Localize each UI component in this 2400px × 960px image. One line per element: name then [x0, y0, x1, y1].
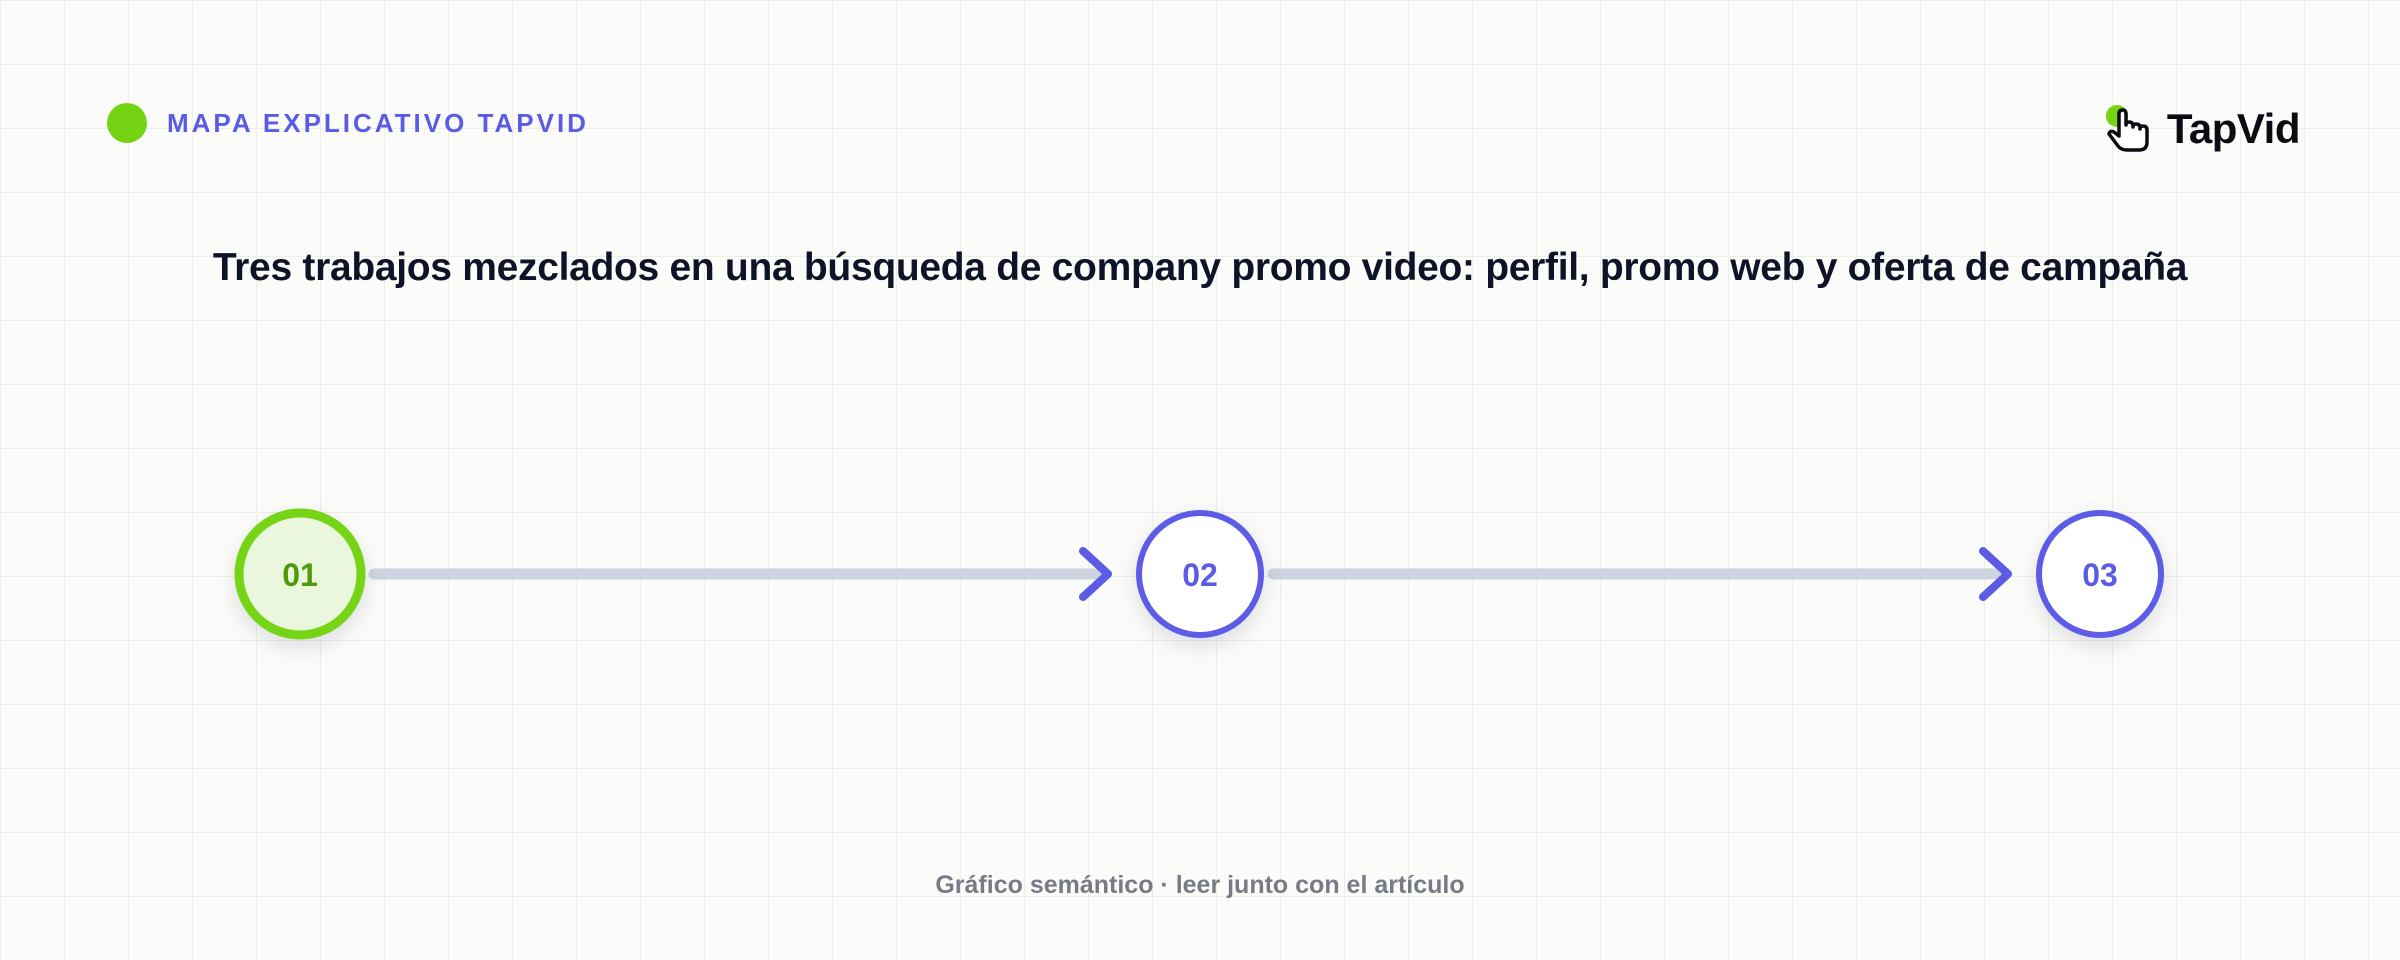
connector-2 [1267, 547, 2012, 601]
logo-text: TapVid [2166, 105, 2301, 152]
tapvid-logo: TapVid [2103, 100, 2301, 158]
step-label: 03 [2082, 557, 2118, 593]
step-node-01: 01 [234, 508, 366, 640]
step-label: 01 [282, 557, 318, 593]
arrow-head-icon [1079, 547, 1112, 601]
header-label: MAPA EXPLICATIVO TAPVID [167, 107, 589, 138]
header-tag: MAPA EXPLICATIVO TAPVID [107, 103, 589, 143]
connector-1 [368, 547, 1112, 601]
status-dot-icon [107, 103, 147, 143]
pointer-hand-icon [2105, 105, 2149, 152]
step-node-02: 02 [1136, 510, 1264, 638]
step-node-03: 03 [2036, 510, 2164, 638]
footer-caption: Gráfico semántico · leer junto con el ar… [935, 871, 1465, 899]
step-label: 02 [1182, 557, 1218, 593]
arrow-head-icon [1979, 547, 2012, 601]
page-title: Tres trabajos mezclados en una búsqueda … [212, 246, 2188, 289]
